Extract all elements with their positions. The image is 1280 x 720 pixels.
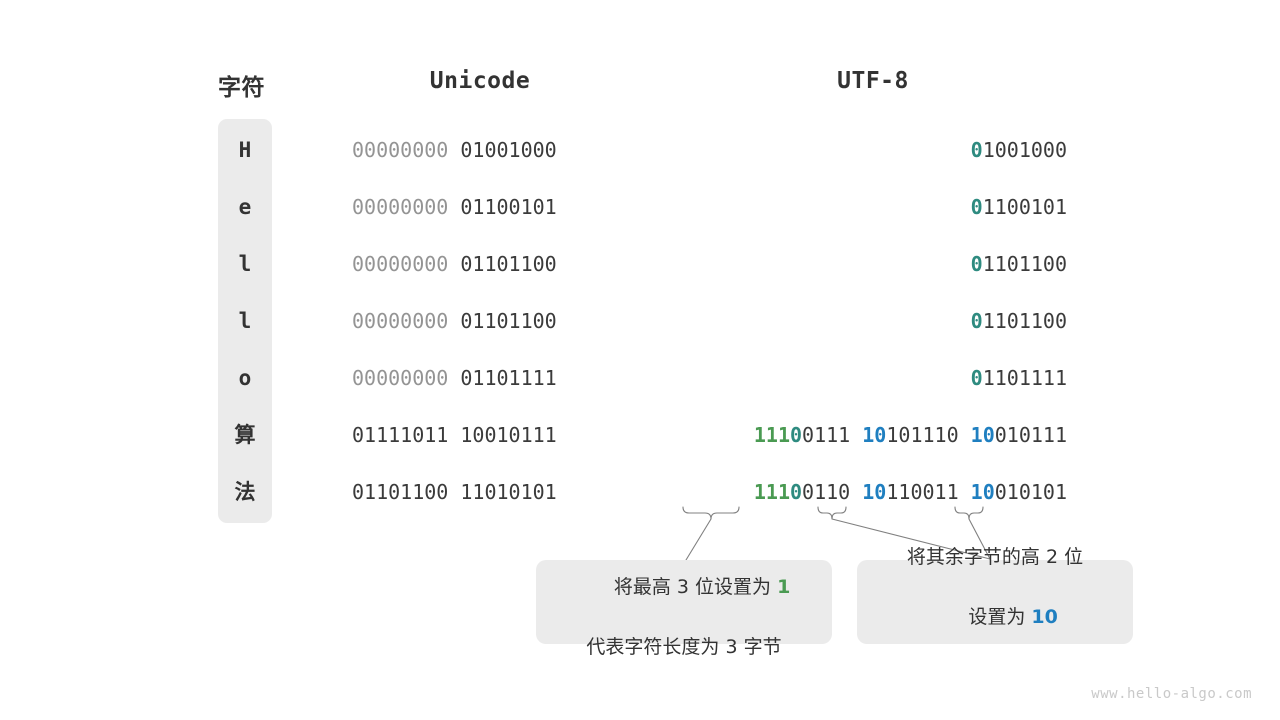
utf8-byte: 11100110 — [754, 480, 850, 504]
row-character: l — [238, 252, 252, 276]
callout-left-line1-text: 将最高 3 位设置为 — [613, 576, 778, 598]
utf8-byte-marker: 0 — [970, 309, 983, 333]
callout-right-line2-text: 设置为 — [968, 606, 1032, 628]
utf8-byte: 01100101 — [971, 195, 1067, 219]
callout-left-line2: 代表字符长度为 3 字节 — [586, 636, 782, 658]
utf8-byte-marker-terminator: 0 — [790, 480, 803, 504]
unicode-high-byte: 00000000 — [352, 366, 449, 390]
utf8-byte: 10110011 — [862, 480, 958, 504]
unicode-low-byte: 01101100 — [460, 252, 557, 276]
utf8-byte-marker-terminator: 0 — [790, 423, 803, 447]
column-header-utf8: UTF-8 — [837, 68, 909, 94]
row-utf8-bits: 11100110 10110011 10010101 — [667, 464, 1067, 521]
callout-left-highlight: 1 — [777, 576, 791, 598]
utf8-byte: 01001000 — [971, 138, 1067, 162]
utf8-byte-marker: 0 — [970, 366, 983, 390]
utf8-byte-payload: 0110 — [802, 480, 851, 504]
callout-right-highlight: 10 — [1031, 606, 1058, 628]
row-character: 法 — [234, 480, 256, 504]
callout-right-line1: 将其余字节的高 2 位 — [906, 546, 1084, 568]
utf8-byte-marker: 111 — [753, 423, 790, 447]
row-unicode-bits: 00000000 01101100 — [352, 293, 608, 350]
row-character: e — [238, 195, 252, 219]
unicode-low-byte: 11010101 — [460, 480, 557, 504]
utf8-byte-payload: 0111 — [802, 423, 851, 447]
callout-right-line2: 设置为 10 — [932, 572, 1058, 662]
utf8-byte: 10010111 — [971, 423, 1067, 447]
row-character: l — [238, 309, 252, 333]
callout-leading-byte: 将最高 3 位设置为 1 代表字符长度为 3 字节 — [536, 560, 832, 658]
unicode-high-byte: 00000000 — [352, 138, 449, 162]
callout-continuation-byte: 将其余字节的高 2 位 设置为 10 — [857, 546, 1133, 644]
unicode-low-byte: 10010111 — [460, 423, 557, 447]
callout-left-line1: 将最高 3 位设置为 1 — [578, 542, 791, 632]
utf8-byte: 11100111 — [754, 423, 850, 447]
utf8-byte-marker: 10 — [862, 480, 887, 504]
row-character: o — [238, 366, 252, 390]
unicode-high-byte: 01111011 — [352, 423, 449, 447]
unicode-high-byte: 01101100 — [352, 480, 449, 504]
row-unicode-bits: 00000000 01101100 — [352, 236, 608, 293]
utf8-byte-payload: 1100101 — [982, 195, 1067, 219]
unicode-high-byte: 00000000 — [352, 195, 449, 219]
utf8-byte: 10101110 — [862, 423, 958, 447]
unicode-high-byte: 00000000 — [352, 252, 449, 276]
row-utf8-bits: 01100101 — [667, 179, 1067, 236]
character-column-background — [218, 119, 272, 523]
utf8-byte-payload: 1001000 — [982, 138, 1067, 162]
row-utf8-bits: 01001000 — [667, 122, 1067, 179]
unicode-low-byte: 01100101 — [460, 195, 557, 219]
row-unicode-bits: 00000000 01100101 — [352, 179, 608, 236]
utf8-byte-marker: 0 — [970, 252, 983, 276]
unicode-low-byte: 01001000 — [460, 138, 557, 162]
utf8-byte-payload: 110011 — [886, 480, 959, 504]
row-unicode-bits: 00000000 01101111 — [352, 350, 608, 407]
row-character: H — [238, 138, 252, 162]
utf8-byte-marker: 10 — [862, 423, 887, 447]
utf8-byte-payload: 010101 — [994, 480, 1067, 504]
row-unicode-bits: 01101100 11010101 — [352, 464, 608, 521]
utf8-byte-payload: 1101100 — [982, 309, 1067, 333]
row-utf8-bits: 11100111 10101110 10010111 — [667, 407, 1067, 464]
unicode-low-byte: 01101100 — [460, 309, 557, 333]
column-header-unicode: Unicode — [429, 68, 531, 94]
row-unicode-bits: 00000000 01001000 — [352, 122, 608, 179]
site-watermark: www.hello-algo.com — [1091, 686, 1252, 702]
utf8-byte-payload: 010111 — [994, 423, 1067, 447]
row-unicode-bits: 01111011 10010111 — [352, 407, 608, 464]
utf8-byte-marker: 111 — [753, 480, 790, 504]
utf8-byte-marker: 0 — [970, 138, 983, 162]
utf8-byte-marker: 10 — [970, 480, 995, 504]
row-utf8-bits: 01101111 — [667, 350, 1067, 407]
utf8-byte-payload: 101110 — [886, 423, 959, 447]
utf8-byte: 01101100 — [971, 309, 1067, 333]
row-utf8-bits: 01101100 — [667, 293, 1067, 350]
utf8-byte: 01101111 — [971, 366, 1067, 390]
column-header-character: 字符 — [218, 75, 265, 101]
utf8-byte-marker: 10 — [970, 423, 995, 447]
utf8-byte-payload: 1101111 — [982, 366, 1067, 390]
row-character: 算 — [234, 423, 256, 447]
utf8-byte: 10010101 — [971, 480, 1067, 504]
row-utf8-bits: 01101100 — [667, 236, 1067, 293]
unicode-low-byte: 01101111 — [460, 366, 557, 390]
utf8-byte-marker: 0 — [970, 195, 983, 219]
utf8-byte-payload: 1101100 — [982, 252, 1067, 276]
utf8-byte: 01101100 — [971, 252, 1067, 276]
unicode-high-byte: 00000000 — [352, 309, 449, 333]
